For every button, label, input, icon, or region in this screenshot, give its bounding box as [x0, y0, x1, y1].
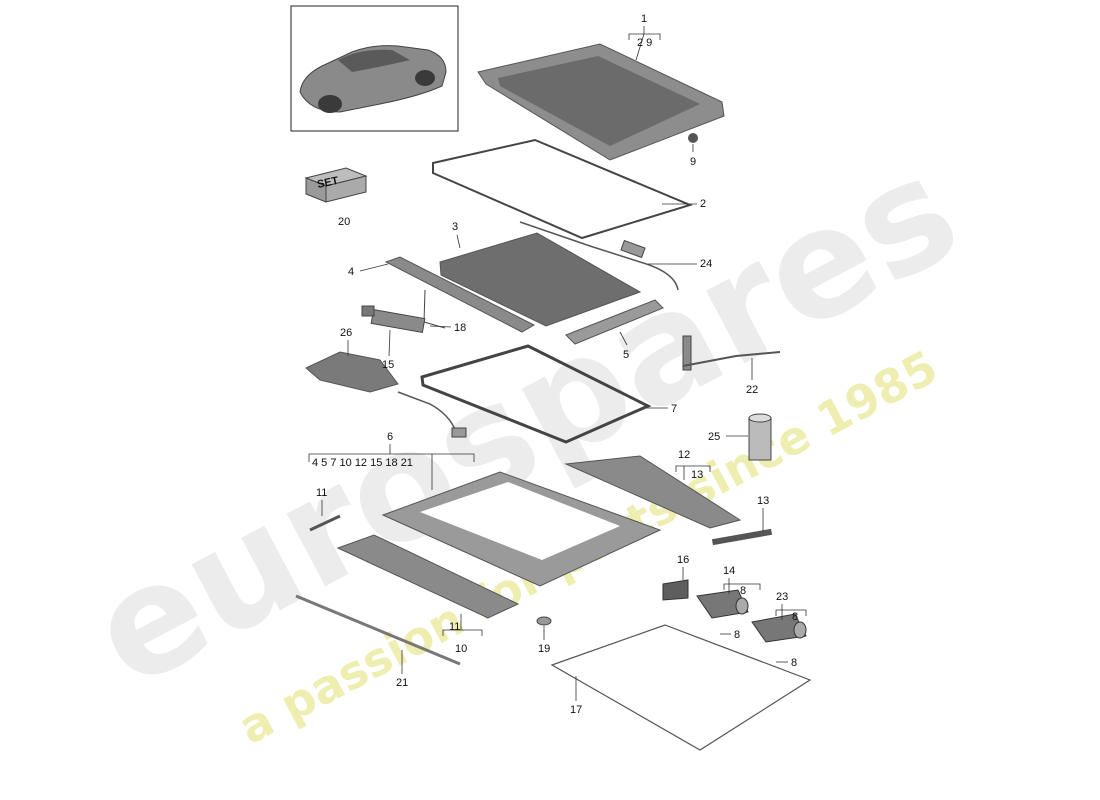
drive-cable: [519, 221, 679, 291]
callout-19: 19: [538, 643, 550, 655]
callout-6-sub: 4 5 7 10 12 15 18 21: [312, 457, 413, 469]
callout-21: 21: [396, 677, 408, 689]
callout-10: 10: [455, 643, 467, 655]
motor-15: [361, 305, 426, 333]
plug-19: [536, 616, 552, 626]
callout-1: 1: [641, 13, 647, 25]
panel-12: [564, 455, 742, 529]
callout-4: 4: [348, 266, 354, 278]
callout-8c: 8: [734, 629, 740, 641]
roof-frame: [381, 471, 662, 587]
callout-7: 7: [671, 403, 677, 415]
headliner: [550, 624, 812, 751]
callout-9: 9: [690, 156, 696, 168]
rear-guide-bar: [565, 299, 664, 345]
callout-12-sub: 13: [691, 469, 703, 481]
rail-21: [295, 594, 461, 666]
callout-8a: 8: [740, 585, 746, 597]
callout-6: 6: [387, 431, 393, 443]
callout-5: 5: [623, 349, 629, 361]
frame-seal: [420, 344, 652, 444]
callout-12: 12: [678, 449, 690, 461]
motor-14: [696, 589, 749, 619]
callout-3: 3: [452, 221, 458, 233]
callout-17: 17: [570, 704, 582, 716]
vehicle-thumbnail: [290, 5, 459, 132]
callout-22: 22: [746, 384, 758, 396]
callout-11: 11: [316, 487, 327, 499]
roof-seal: [432, 138, 693, 240]
callout-24: 24: [700, 258, 712, 270]
callout-26: 26: [340, 327, 352, 339]
callout-16: 16: [677, 554, 689, 566]
mechanism-26: [305, 351, 467, 438]
callout-10-sub: 11: [449, 621, 460, 633]
set-kit-box: SET: [304, 167, 368, 203]
watermark: eurospares a passion for parts since 198…: [65, 123, 984, 755]
set-box-label: SET: [316, 175, 340, 191]
module-16: [662, 579, 689, 601]
callout-8b: 8: [792, 611, 798, 623]
callouts: 1 2 9 9 2 20 3 24 4 18 26 5 15 22 7 25 6…: [308, 13, 807, 716]
callout-15: 15: [382, 359, 394, 371]
callout-25: 25: [708, 431, 720, 443]
callout-13: 13: [757, 495, 769, 507]
glass-roof-panel: [477, 43, 725, 161]
front-guide-bar: [384, 256, 536, 333]
part-11: [309, 514, 341, 532]
motor-23: [751, 613, 807, 643]
part-13: [711, 528, 773, 546]
wire-18: [423, 289, 446, 329]
callout-2: 2: [700, 198, 706, 210]
callout-8d: 8: [791, 657, 797, 669]
panel-10: [336, 534, 520, 619]
car-image: [299, 45, 447, 113]
callout-14: 14: [723, 565, 735, 577]
callout-20: 20: [338, 216, 350, 228]
callout-1-sub: 2 9: [637, 37, 652, 49]
cylinder-25: [748, 413, 772, 461]
callout-23: 23: [776, 591, 788, 603]
bracket-22: [682, 335, 781, 371]
sunshade-panel: [439, 232, 642, 327]
callout-18: 18: [454, 322, 466, 334]
